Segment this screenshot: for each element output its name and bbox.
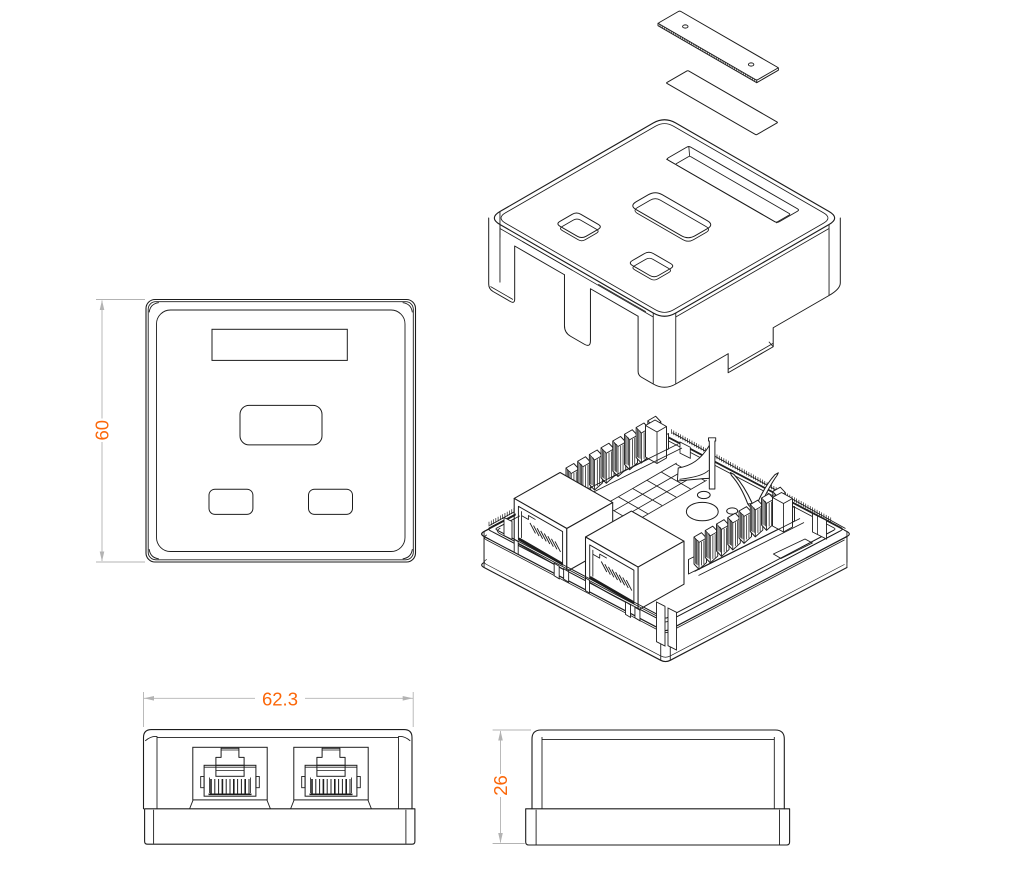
svg-text:62.3: 62.3 bbox=[262, 688, 298, 709]
svg-text:26: 26 bbox=[490, 775, 511, 796]
svg-text:60: 60 bbox=[92, 420, 113, 441]
